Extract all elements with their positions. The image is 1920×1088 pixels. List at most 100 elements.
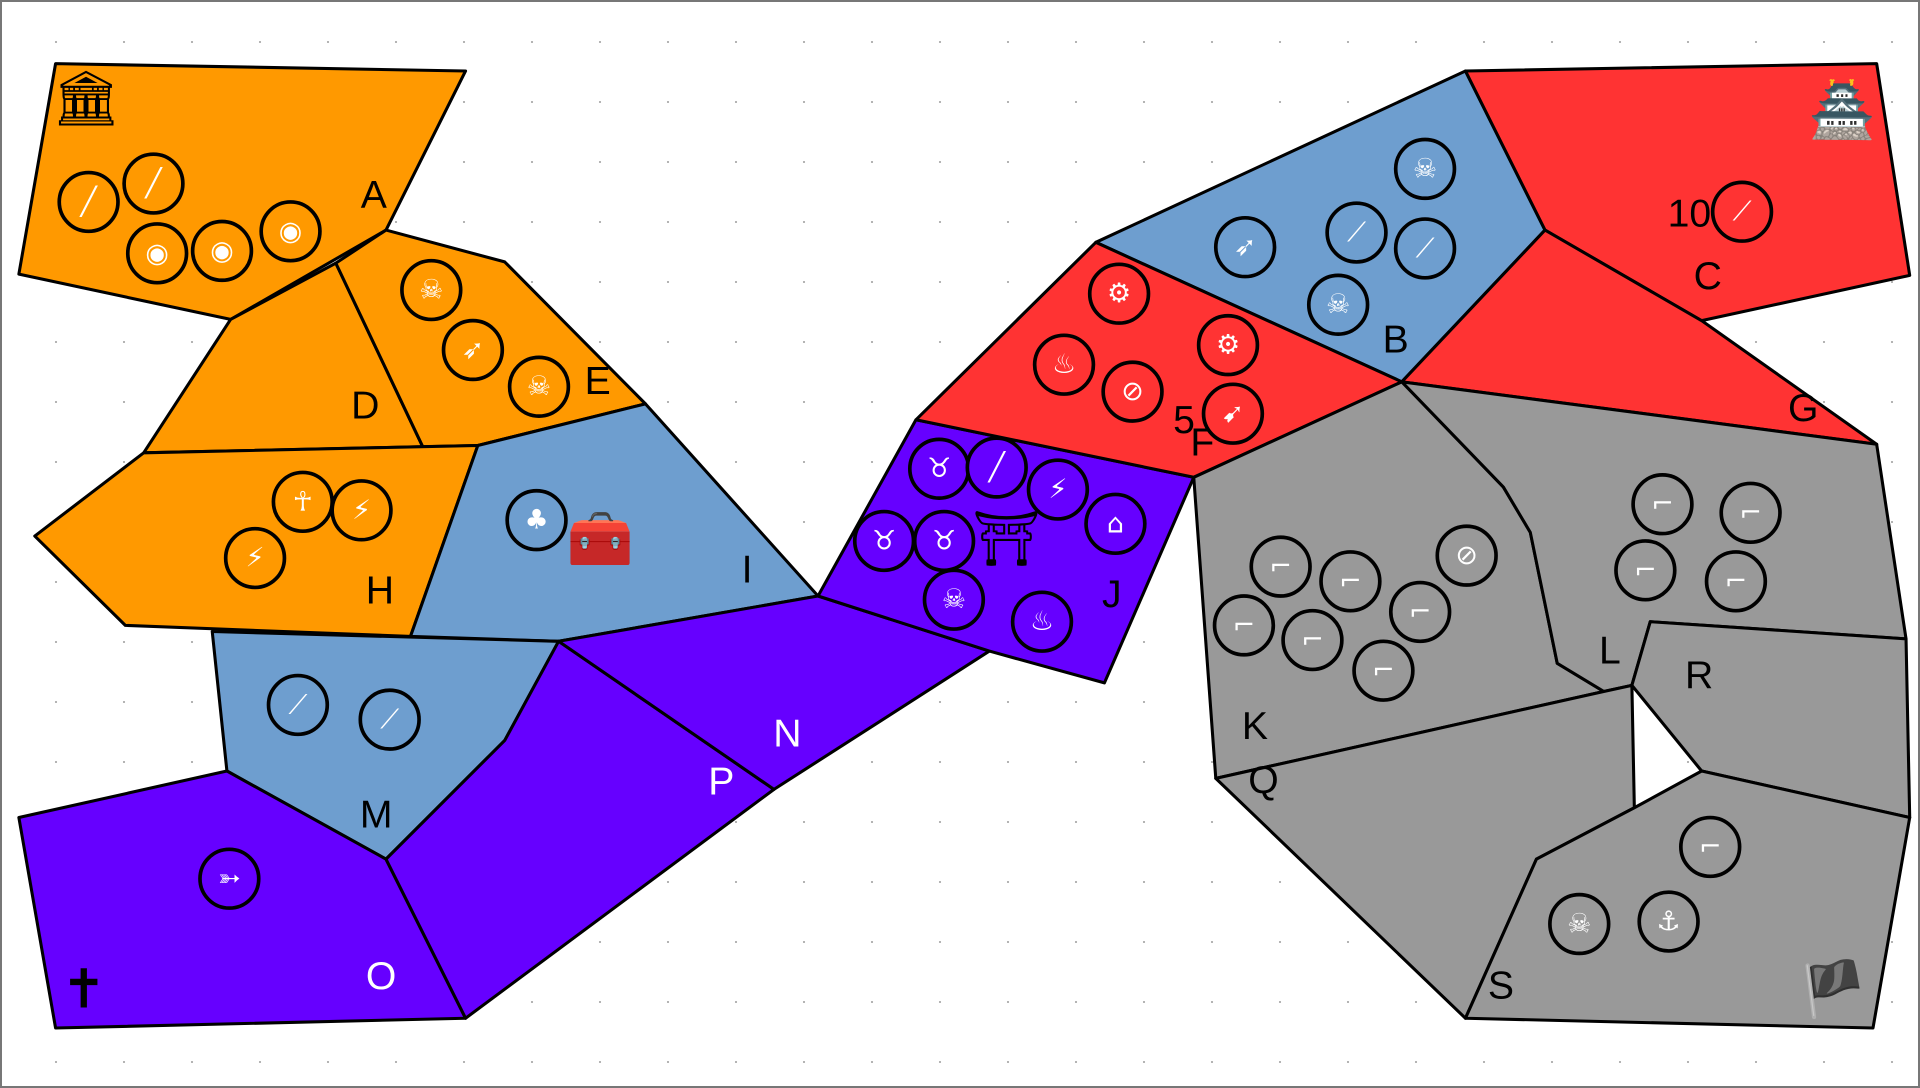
unit-viking[interactable]: ♉ [852, 509, 916, 573]
unit-lightning[interactable]: ⚡ [330, 479, 393, 542]
unit-token[interactable] [1393, 217, 1457, 280]
unit-viking[interactable]: ♉ [907, 437, 971, 500]
unit-token[interactable] [400, 258, 463, 322]
unit-token[interactable] [57, 170, 120, 234]
unit-token[interactable] [1213, 216, 1277, 279]
unit-token[interactable] [1719, 481, 1782, 544]
unit-ballista[interactable]: ➶ [441, 318, 505, 382]
unit-pistol[interactable]: ⌐ [1319, 550, 1382, 613]
unit-mask[interactable]: ☠ [1306, 273, 1370, 336]
unit-token[interactable] [1435, 524, 1498, 587]
unit-token[interactable] [1201, 382, 1265, 445]
unit-mammoth[interactable]: ♣ [505, 488, 568, 552]
unit-spear[interactable]: ╱ [122, 152, 185, 215]
unit-pistol[interactable]: ⌐ [1614, 539, 1677, 602]
unit-lightning[interactable]: ⚡ [1026, 458, 1090, 521]
unit-bow[interactable]: ➳ [198, 847, 261, 910]
unit-ghost[interactable]: ⌂ [1084, 492, 1147, 556]
unit-pistol[interactable]: ⌐ [1704, 550, 1768, 613]
unit-skeleton[interactable]: ☥ [271, 470, 335, 533]
unit-token[interactable] [358, 688, 421, 751]
unit-rocket[interactable]: ➹ [1201, 382, 1265, 445]
unit-token[interactable] [1319, 550, 1382, 613]
unit-token[interactable] [507, 355, 571, 418]
unit-shield-spear[interactable]: ◉ [190, 219, 254, 283]
unit-token[interactable] [190, 219, 254, 283]
unit-mask[interactable]: ☠ [1393, 137, 1457, 201]
unit-token[interactable] [965, 436, 1028, 499]
unit-token[interactable] [330, 479, 393, 542]
unit-token[interactable] [1084, 492, 1147, 556]
unit-token[interactable] [1026, 458, 1090, 521]
unit-token[interactable] [122, 152, 185, 215]
unit-token[interactable] [198, 847, 261, 910]
unit-mask[interactable]: ☠ [922, 568, 986, 631]
unit-token[interactable] [125, 222, 189, 285]
unit-token[interactable] [223, 526, 287, 590]
territory-label-E: E [585, 360, 611, 403]
unit-sword[interactable]: ⟋ [266, 673, 330, 737]
unit-token[interactable] [1087, 262, 1151, 325]
shield-spear-icon: ◉ [279, 216, 302, 247]
unit-mask[interactable]: ☠ [507, 355, 571, 418]
unit-pistol[interactable]: ⌐ [1352, 639, 1415, 702]
unit-token[interactable] [1032, 333, 1096, 396]
treasure-chest-icon: 🧰 [567, 507, 634, 570]
unit-token[interactable] [505, 488, 568, 552]
unit-token[interactable] [266, 673, 330, 737]
unit-shield-spear[interactable]: ◉ [259, 200, 322, 263]
unit-no-skull[interactable]: ⊘ [1101, 360, 1164, 423]
unit-token[interactable] [1710, 180, 1774, 243]
unit-viking[interactable]: ♉ [912, 509, 976, 573]
unit-token[interactable] [1704, 550, 1768, 613]
unit-cannon[interactable]: ⚙ [1087, 262, 1151, 325]
unit-anchor[interactable]: ⚓ [1637, 890, 1700, 953]
unit-token[interactable] [1393, 137, 1457, 201]
unit-token[interactable] [1637, 890, 1700, 953]
territory-C[interactable] [1463, 62, 1912, 323]
unit-token[interactable] [1306, 273, 1370, 336]
unit-token[interactable] [1101, 360, 1164, 423]
unit-sword[interactable]: ⟋ [1393, 217, 1457, 280]
unit-pistol[interactable]: ⌐ [1281, 608, 1344, 672]
unit-token[interactable] [922, 568, 986, 631]
unit-pistol[interactable]: ⌐ [1212, 594, 1276, 657]
unit-pistol[interactable]: ⌐ [1679, 815, 1742, 879]
unit-fire[interactable]: ♨ [1032, 333, 1096, 396]
unit-cannon[interactable]: ⚙ [1196, 313, 1260, 377]
unit-token[interactable] [1212, 594, 1276, 657]
unit-token[interactable] [259, 200, 322, 263]
unit-ballista[interactable]: ➶ [1213, 216, 1277, 279]
unit-token[interactable] [441, 318, 505, 382]
unit-pistol[interactable]: ⌐ [1631, 473, 1694, 536]
unit-spear[interactable]: ╱ [965, 436, 1028, 499]
ballista-icon: ➶ [1234, 232, 1257, 263]
unit-shield-spear[interactable]: ◉ [125, 222, 189, 285]
viking-icon: ♉ [872, 525, 896, 556]
unit-token[interactable] [1010, 590, 1074, 653]
unit-pistol[interactable]: ⌐ [1719, 481, 1782, 544]
unit-token[interactable] [1196, 313, 1260, 377]
unit-pistol[interactable]: ⌐ [1249, 535, 1312, 598]
unit-token[interactable] [1388, 580, 1452, 644]
unit-token[interactable] [1352, 639, 1415, 702]
unit-mask[interactable]: ☠ [400, 258, 463, 322]
unit-sword[interactable]: ⟋ [1325, 201, 1388, 264]
unit-lightning[interactable]: ⚡ [223, 526, 287, 590]
unit-token[interactable] [1631, 473, 1694, 536]
unit-token[interactable] [1281, 608, 1344, 672]
unit-no-skull[interactable]: ⊘ [1435, 524, 1498, 587]
unit-spear[interactable]: ╱ [57, 170, 120, 234]
unit-genie[interactable]: ♨ [1010, 590, 1074, 653]
unit-sword[interactable]: ⟋ [1710, 180, 1774, 243]
unit-token[interactable] [1325, 201, 1388, 264]
unit-sword[interactable]: ⟋ [358, 688, 421, 751]
unit-token[interactable] [1614, 539, 1677, 602]
unit-token[interactable] [1548, 892, 1611, 956]
unit-token[interactable] [1679, 815, 1742, 879]
unit-pistol[interactable]: ⌐ [1388, 580, 1452, 644]
unit-pirate-skull[interactable]: ☠ [1548, 892, 1611, 956]
unit-token[interactable] [1249, 535, 1312, 598]
viking-icon: ♉ [932, 525, 956, 556]
